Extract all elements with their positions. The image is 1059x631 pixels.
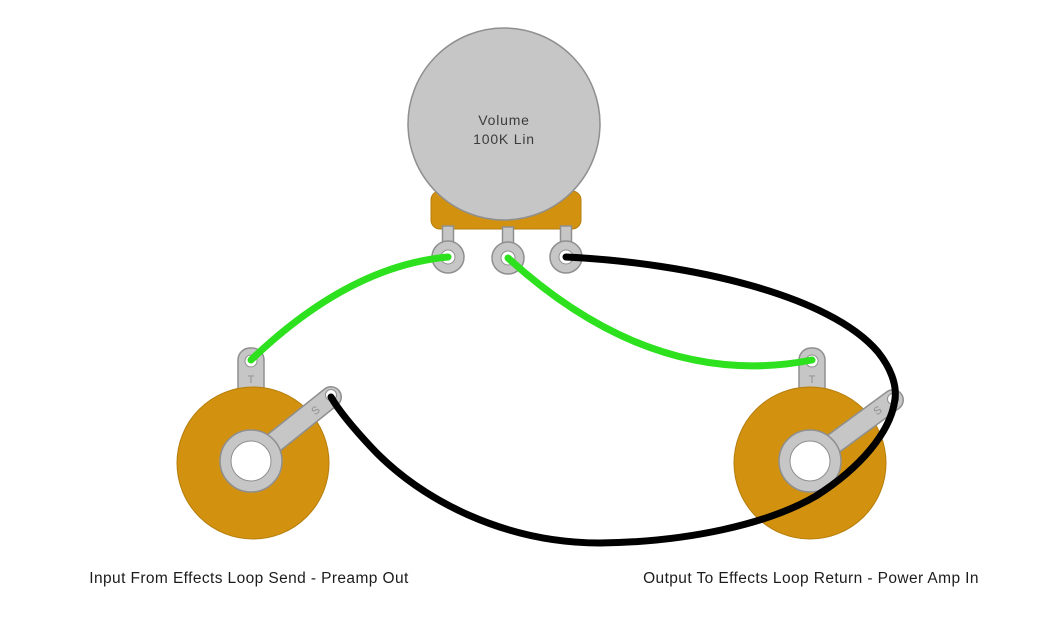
output-jack-caption: Output To Effects Loop Return - Power Am… — [643, 570, 979, 587]
output-jack-center-hole — [789, 440, 831, 482]
pot-name-label: Volume — [478, 112, 530, 128]
signal-wire-input-green — [247, 253, 452, 364]
volume-pot: Volume 100K Lin — [407, 27, 601, 275]
input-jack-center-hole — [230, 440, 272, 482]
output-jack: T S — [733, 347, 904, 540]
output-jack-tip-letter: T — [809, 374, 816, 386]
input-jack: T S — [176, 347, 342, 540]
pot-value-label: 100K Lin — [473, 131, 535, 147]
ground-wire-black — [327, 253, 899, 547]
input-jack-tip-letter: T — [248, 374, 255, 386]
signal-wire-output-green — [504, 254, 816, 370]
input-jack-caption: Input From Effects Loop Send - Preamp Ou… — [89, 570, 409, 587]
pot-body-circle — [407, 27, 601, 221]
